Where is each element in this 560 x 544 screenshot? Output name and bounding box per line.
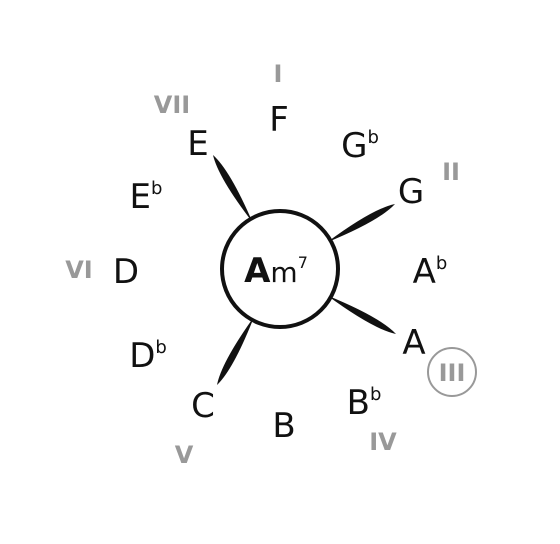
note-d-flat: Db bbox=[129, 336, 167, 376]
degree-ii: II bbox=[442, 158, 460, 186]
note-a-flat: Ab bbox=[413, 252, 448, 292]
note-g: G bbox=[398, 172, 424, 212]
note-e-flat: Eb bbox=[130, 177, 163, 217]
note-ring: F Gb G Ab A Bb B C Db D Eb E bbox=[113, 100, 447, 446]
chord-hub bbox=[220, 209, 340, 329]
chord-root: A bbox=[244, 251, 271, 291]
degree-iv: IV bbox=[369, 428, 397, 456]
chord-tone-pointers bbox=[213, 155, 396, 385]
pointer-to-a bbox=[327, 295, 396, 334]
degree-vii: VII bbox=[154, 91, 190, 119]
chord-extension: 7 bbox=[298, 253, 308, 272]
note-f: F bbox=[269, 100, 289, 140]
note-c: C bbox=[191, 386, 215, 426]
degree-i: I bbox=[274, 60, 283, 88]
note-g-flat: Gb bbox=[341, 126, 379, 166]
degree-v: V bbox=[175, 441, 194, 469]
note-a: A bbox=[402, 323, 425, 363]
pointer-to-g bbox=[327, 204, 395, 243]
note-b-flat: Bb bbox=[347, 383, 382, 423]
degree-ring: I II III IV V VI VII bbox=[65, 60, 477, 469]
degree-iii-circle bbox=[427, 347, 477, 397]
chord-quality: m bbox=[270, 256, 297, 289]
note-e: E bbox=[187, 124, 208, 164]
note-d: D bbox=[113, 252, 139, 292]
pointer-to-e bbox=[213, 155, 253, 223]
note-b: B bbox=[272, 406, 295, 446]
degree-vi: VI bbox=[65, 256, 93, 284]
degree-iii: III bbox=[439, 359, 466, 387]
pointer-to-c bbox=[217, 316, 255, 385]
chord-name: Am7 bbox=[244, 251, 308, 291]
